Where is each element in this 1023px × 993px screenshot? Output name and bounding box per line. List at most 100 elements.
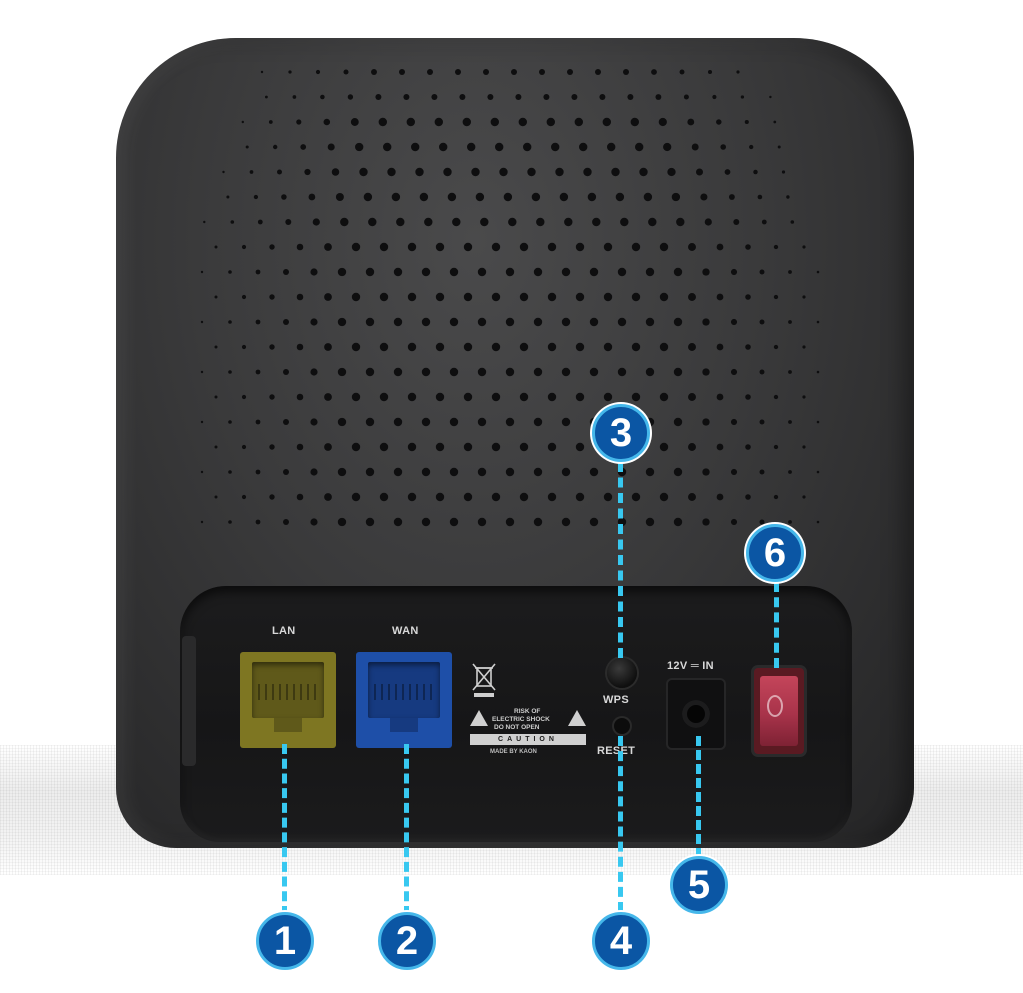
grille-hole — [639, 167, 648, 177]
grille-hole — [659, 342, 669, 352]
grille-hole — [228, 520, 232, 524]
grille-hole — [536, 217, 545, 227]
grille-hole — [269, 244, 275, 250]
grille-hole — [391, 192, 401, 202]
callout-6: 6 — [746, 524, 804, 582]
grille-hole — [589, 317, 599, 327]
grille-hole — [702, 468, 710, 476]
grille-hole — [324, 393, 332, 401]
leader-line-4 — [618, 736, 623, 912]
grille-hole — [222, 170, 225, 174]
grille-hole — [587, 192, 597, 202]
grille-hole — [396, 217, 405, 227]
grille-hole — [683, 94, 689, 100]
grille-hole — [759, 269, 765, 275]
wps-label: WPS — [603, 694, 629, 706]
grille-hole — [241, 244, 247, 250]
grille-hole — [603, 392, 613, 402]
grille-hole — [695, 168, 704, 176]
grille-hole — [268, 120, 273, 124]
grille-hole — [312, 218, 320, 226]
grille-hole — [728, 194, 735, 200]
grille-hole — [575, 492, 585, 502]
grille-hole — [483, 69, 489, 75]
grille-hole — [399, 69, 405, 75]
caution-line-1: RISK OF — [514, 708, 541, 715]
grille-hole — [310, 318, 318, 326]
grille-hole — [733, 219, 740, 225]
grille-hole — [288, 70, 292, 74]
wan-port[interactable] — [356, 652, 452, 748]
lan-port[interactable] — [240, 652, 336, 748]
grille-hole — [816, 420, 820, 424]
grille-hole — [320, 94, 325, 100]
power-switch[interactable] — [754, 668, 804, 754]
grille-hole — [327, 143, 335, 151]
grille-hole — [435, 442, 445, 452]
grille-hole — [365, 317, 375, 327]
grille-hole — [511, 69, 517, 75]
grille-hole — [635, 142, 644, 152]
lan-port-pins — [258, 684, 318, 700]
grille-hole — [505, 267, 515, 277]
grille-hole — [583, 167, 592, 177]
grille-hole — [351, 292, 361, 302]
grille-hole — [539, 69, 545, 75]
grille-hole — [260, 70, 264, 74]
grille-hole — [716, 293, 724, 301]
grille-hole — [759, 319, 765, 325]
grille-hole — [745, 294, 751, 300]
grille-hole — [230, 220, 235, 224]
grille-hole — [673, 517, 683, 527]
grille-hole — [255, 419, 261, 425]
grille-hole — [427, 69, 433, 75]
grille-hole — [716, 343, 724, 351]
callout-1: 1 — [256, 912, 314, 970]
reset-button[interactable] — [614, 718, 630, 734]
grille-hole — [574, 117, 583, 127]
grille-hole — [700, 193, 708, 201]
grille-hole — [645, 267, 655, 277]
grille-hole — [310, 468, 318, 476]
grille-hole — [407, 392, 417, 402]
grille-hole — [816, 320, 820, 324]
grille-hole — [379, 342, 389, 352]
callout-2: 2 — [378, 912, 436, 970]
grille-hole — [547, 292, 557, 302]
grille-hole — [667, 167, 676, 177]
grille-hole — [648, 217, 657, 227]
grille-hole — [245, 145, 249, 149]
grille-hole — [503, 192, 513, 202]
grille-hole — [491, 442, 501, 452]
grille-hole — [214, 245, 218, 249]
grille-hole — [519, 492, 529, 502]
grille-hole — [773, 294, 779, 300]
grille-hole — [602, 117, 611, 127]
leader-line-1 — [282, 744, 287, 916]
grille-hole — [347, 94, 354, 100]
grille-hole — [547, 492, 557, 502]
grille-hole — [523, 142, 532, 152]
reset-label: RESET — [597, 745, 636, 757]
grille-hole — [816, 470, 820, 474]
wps-button[interactable] — [607, 658, 637, 688]
grille-hole — [589, 517, 599, 527]
grille-hole — [203, 220, 206, 224]
grille-hole — [477, 417, 487, 427]
grille-hole — [241, 494, 247, 500]
grille-hole — [561, 517, 571, 527]
grille-hole — [477, 517, 487, 527]
grille-hole — [745, 494, 751, 500]
grille-hole — [645, 367, 655, 377]
grille-hole — [452, 217, 461, 227]
grille-hole — [592, 217, 601, 227]
grille-hole — [676, 217, 685, 227]
grille-hole — [308, 193, 316, 201]
grille-hole — [249, 170, 254, 174]
grille-hole — [788, 470, 792, 474]
grille-hole — [359, 167, 368, 177]
grille-hole — [477, 267, 487, 277]
grille-hole — [790, 220, 795, 224]
grille-hole — [607, 142, 616, 152]
grille-hole — [575, 292, 585, 302]
